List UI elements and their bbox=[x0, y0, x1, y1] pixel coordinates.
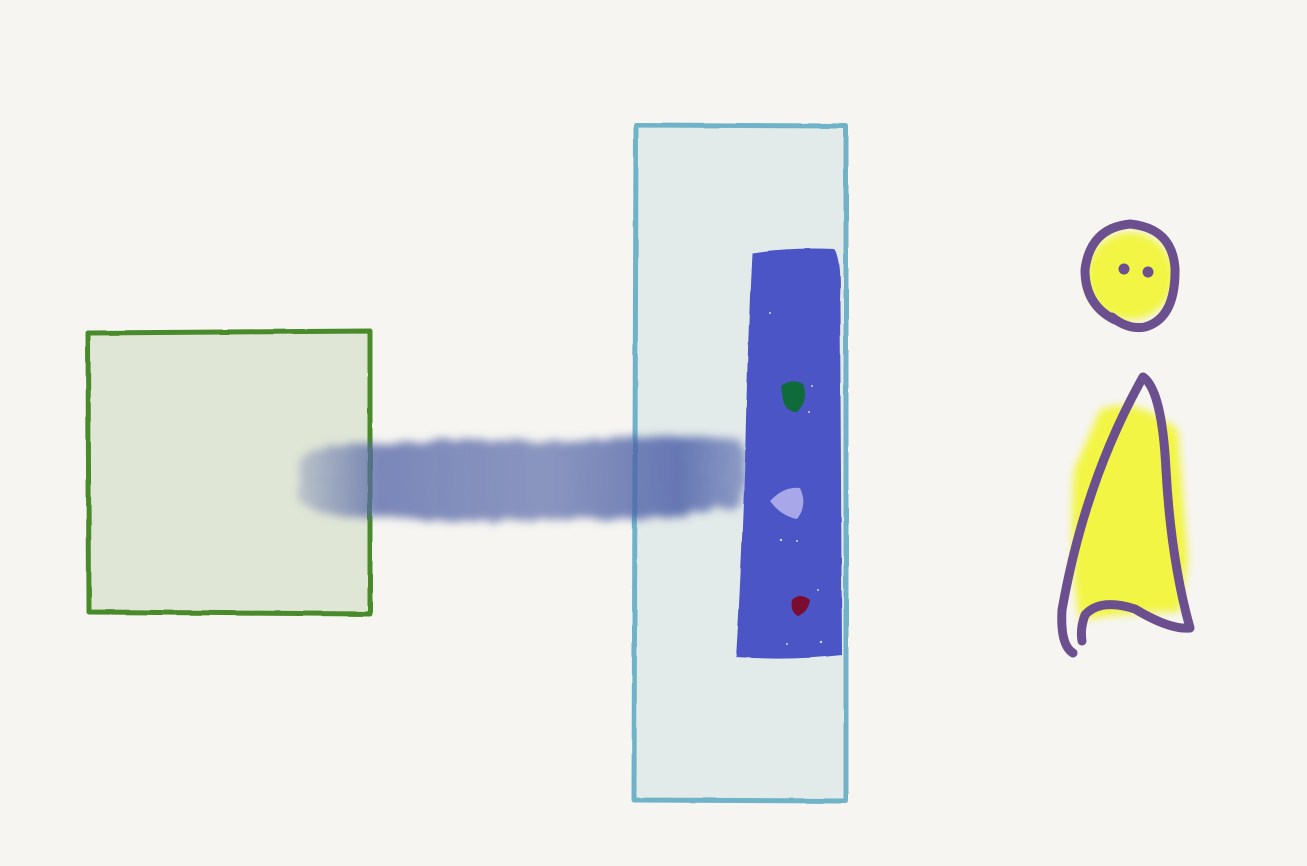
green-square-shape bbox=[85, 328, 373, 617]
speckle bbox=[817, 589, 819, 591]
beam-icon bbox=[298, 436, 747, 521]
speckle bbox=[796, 540, 798, 542]
eye-left-icon bbox=[1118, 263, 1130, 275]
green-square-icon bbox=[85, 328, 373, 617]
speckle bbox=[779, 538, 783, 542]
body-outline bbox=[1057, 372, 1195, 658]
beam-shape bbox=[298, 436, 747, 521]
speckle bbox=[819, 640, 823, 644]
head-fill bbox=[1086, 232, 1174, 320]
eye-right-icon bbox=[1142, 266, 1154, 278]
indigo-strip-icon bbox=[736, 248, 842, 659]
dot-dark-green-icon bbox=[781, 381, 805, 412]
speckle bbox=[808, 411, 810, 413]
speckles bbox=[769, 312, 823, 645]
dot-lavender-icon bbox=[770, 487, 804, 519]
dot-maroon-icon bbox=[791, 596, 810, 616]
person-icon bbox=[1057, 219, 1195, 658]
indigo-strip-shape bbox=[736, 248, 842, 659]
speckle bbox=[786, 643, 788, 645]
head-outline bbox=[1080, 219, 1180, 332]
speckle bbox=[811, 385, 813, 387]
speckle bbox=[769, 312, 771, 314]
